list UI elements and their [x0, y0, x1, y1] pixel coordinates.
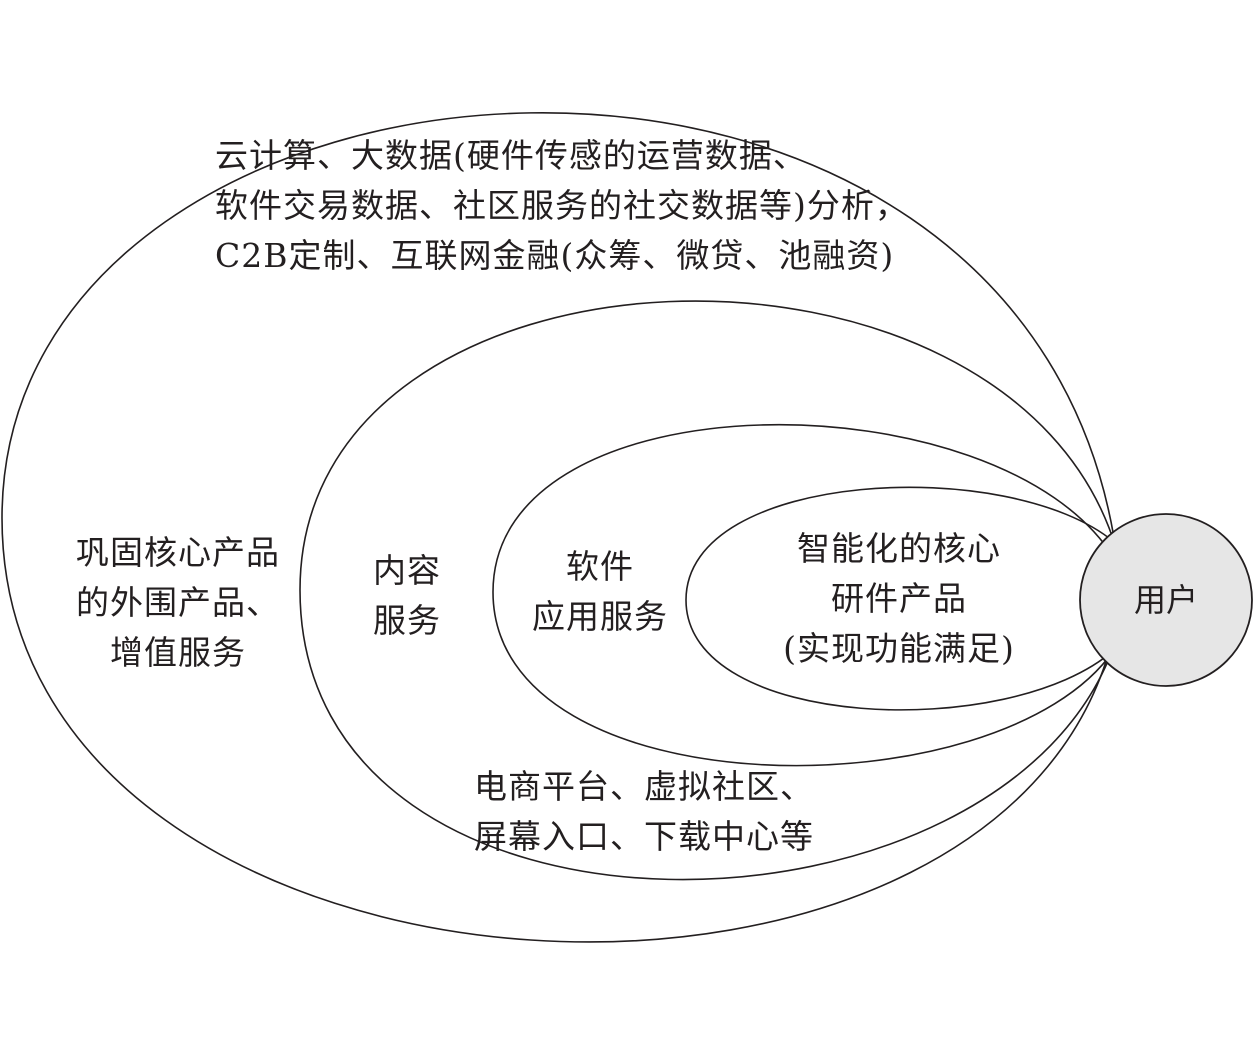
user-node-label: 用户 — [1133, 581, 1198, 619]
content-ring — [299, 300, 1117, 881]
software-ring-label: 软件 应用服务 — [532, 547, 668, 636]
user-node — [1079, 513, 1253, 687]
outer-ring — [1, 112, 1119, 943]
core-ring — [685, 486, 1115, 711]
software-ring — [492, 423, 1115, 767]
outer-ring-side-text: 巩固核心产品 的外围产品、 增值服务 — [76, 533, 280, 672]
outer-ring-top-text: 云计算、大数据(硬件传感的运营数据、 软件交易数据、社区服务的社交数据等)分析，… — [215, 136, 909, 275]
core-ring-label: 智能化的核心 研件产品 (实现功能满足) — [783, 529, 1015, 668]
content-ring-examples: 电商平台、虚拟社区、 屏幕入口、下载中心等 — [474, 767, 814, 856]
content-ring-label: 内容 服务 — [373, 551, 441, 640]
